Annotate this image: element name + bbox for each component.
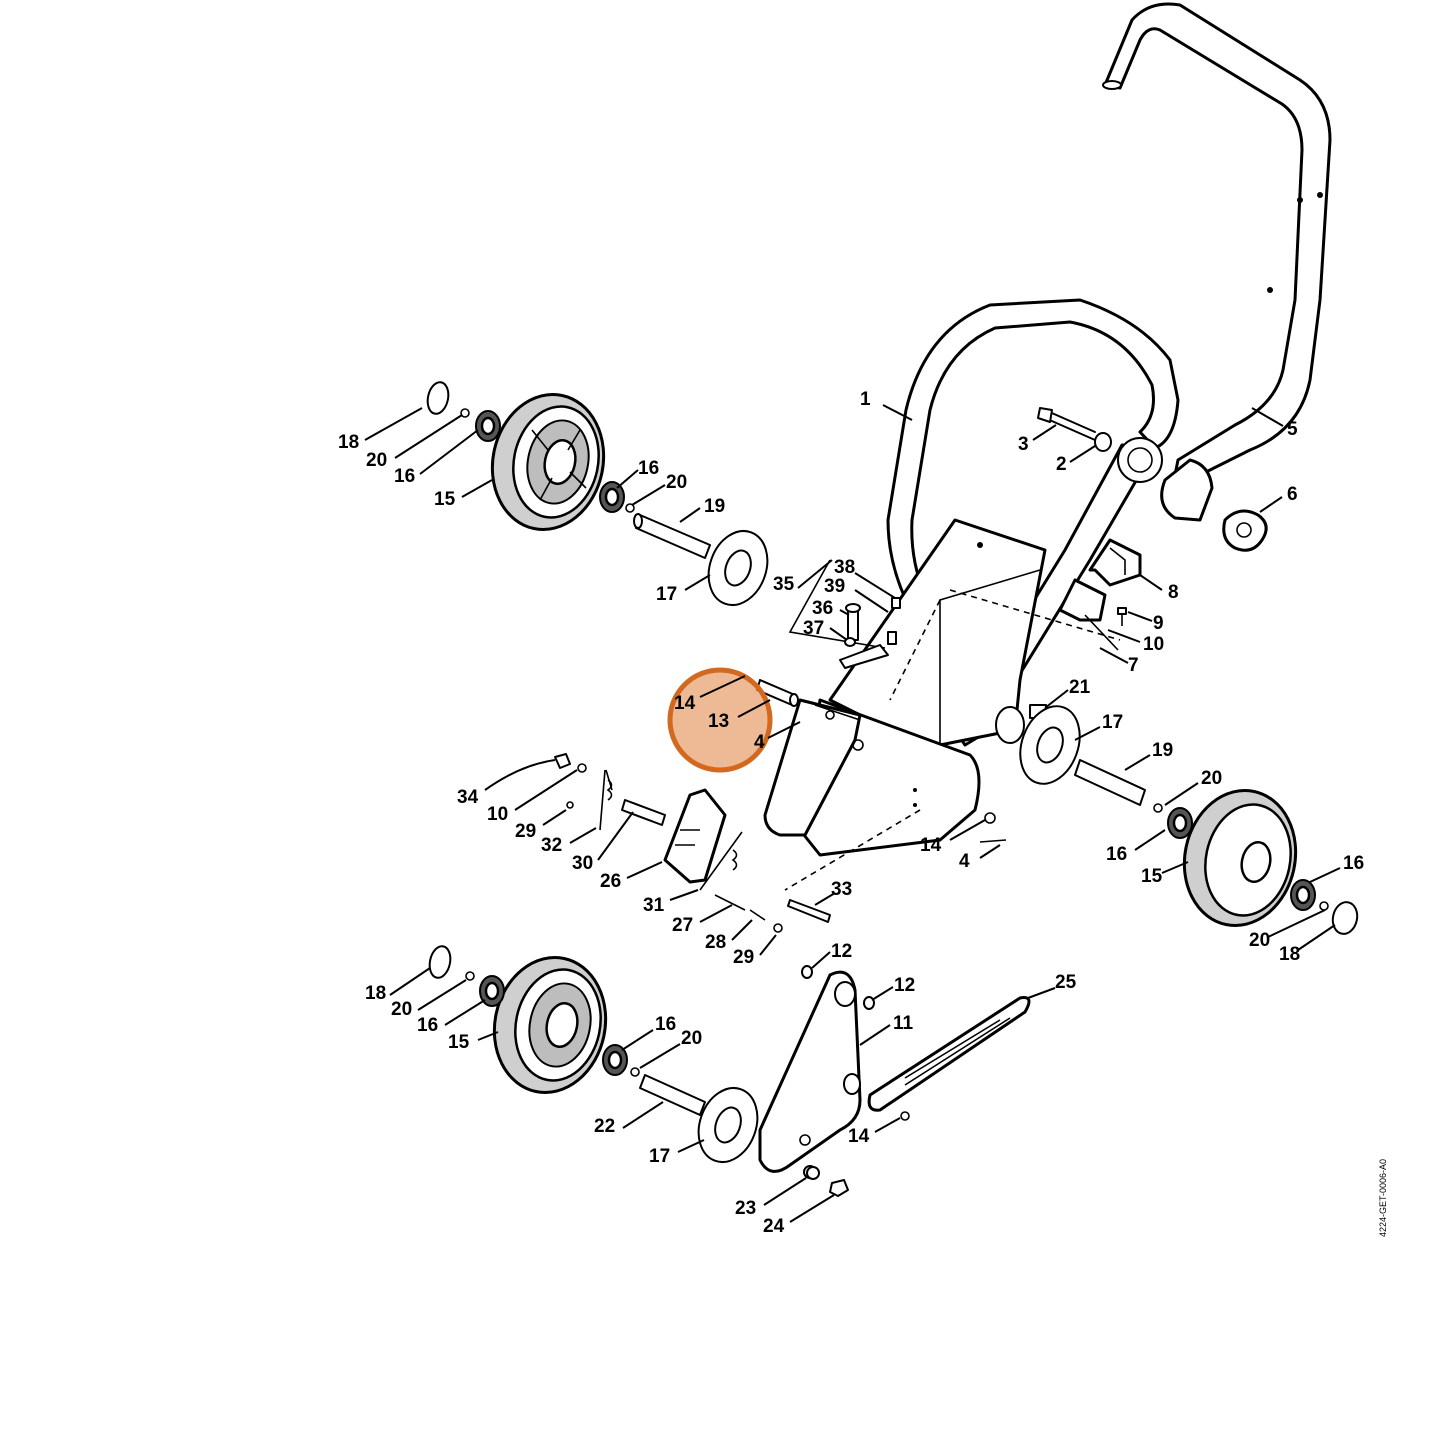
upper-handle-part-5 (1102, 2, 1332, 522)
part-label-22[interactable]: 22 (594, 1116, 615, 1137)
part-label-12[interactable]: 12 (894, 975, 915, 996)
part-label-14[interactable]: 14 (848, 1126, 870, 1147)
part-label-16[interactable]: 16 (1343, 853, 1364, 874)
leader-lines (364, 404, 1341, 1223)
cover-plates (763, 698, 981, 891)
knob-part-6 (1222, 509, 1268, 552)
part-label-18[interactable]: 18 (365, 983, 386, 1004)
wheel-upper-left-part-15 (490, 393, 606, 531)
part-label-20[interactable]: 20 (391, 999, 412, 1020)
part-label-37[interactable]: 37 (803, 618, 824, 639)
part-label-9[interactable]: 9 (1153, 613, 1164, 634)
part-label-18[interactable]: 18 (1279, 944, 1300, 965)
latch-part-26 (663, 788, 727, 884)
part-label-23[interactable]: 23 (735, 1198, 756, 1219)
rack-part-25 (867, 996, 1031, 1112)
part-label-17[interactable]: 17 (649, 1146, 670, 1167)
screw-part-9 (1117, 607, 1127, 626)
part-label-34[interactable]: 34 (457, 787, 479, 808)
part-label-4[interactable]: 4 (959, 851, 970, 872)
part-label-13[interactable]: 13 (708, 711, 729, 732)
part-label-20[interactable]: 20 (1249, 930, 1270, 951)
part-labels: 1 3 2 5 6 8 9 10 7 38 35 39 36 37 18 20 … (338, 389, 1364, 1237)
part-label-35[interactable]: 35 (773, 574, 795, 595)
bracket-parts-35-39 (788, 559, 901, 669)
part-label-16[interactable]: 16 (394, 466, 415, 487)
part-label-19[interactable]: 19 (1152, 740, 1173, 761)
part-label-33[interactable]: 33 (831, 879, 852, 900)
part-label-39[interactable]: 39 (824, 576, 845, 597)
part-label-10[interactable]: 10 (487, 804, 508, 825)
part-label-15[interactable]: 15 (448, 1032, 470, 1053)
part-label-16[interactable]: 16 (638, 458, 659, 479)
part-label-8[interactable]: 8 (1168, 582, 1179, 603)
part-label-3[interactable]: 3 (1018, 434, 1029, 455)
part-label-2[interactable]: 2 (1056, 454, 1067, 475)
part-label-17[interactable]: 17 (656, 584, 677, 605)
part-label-27[interactable]: 27 (672, 915, 693, 936)
part-label-20[interactable]: 20 (366, 450, 387, 471)
part-label-14[interactable]: 14 (920, 835, 942, 856)
part-label-31[interactable]: 31 (643, 895, 665, 916)
washer-upper-part-17 (707, 530, 769, 606)
highlight-circle (667, 667, 773, 773)
part-label-36[interactable]: 36 (812, 598, 833, 619)
axle-upper-part-19 (633, 513, 711, 559)
document-code: 4224-GET-0006-A0 (1378, 1159, 1388, 1237)
part-label-20[interactable]: 20 (681, 1028, 702, 1049)
part-label-16[interactable]: 16 (1106, 844, 1127, 865)
part-label-10[interactable]: 10 (1143, 634, 1164, 655)
part-label-24[interactable]: 24 (763, 1216, 785, 1237)
right-wheel-small-parts (979, 705, 1359, 935)
part-label-14[interactable]: 14 (674, 693, 696, 714)
part-label-11[interactable]: 11 (893, 1013, 914, 1034)
part-label-17[interactable]: 17 (1102, 712, 1123, 733)
wheel-right-part-15 (1182, 789, 1298, 927)
pin-part-30 (621, 799, 666, 826)
part-label-26[interactable]: 26 (600, 871, 621, 892)
part-label-32[interactable]: 32 (541, 835, 562, 856)
part-label-1[interactable]: 1 (860, 389, 871, 410)
part-label-19[interactable]: 19 (704, 496, 725, 517)
part-label-30[interactable]: 30 (572, 853, 593, 874)
part-label-18[interactable]: 18 (338, 432, 359, 453)
part-label-7[interactable]: 7 (1128, 655, 1139, 676)
small-parts-27-29 (554, 753, 783, 933)
part-label-29[interactable]: 29 (733, 947, 754, 968)
springs-parts-31-32 (599, 769, 743, 891)
part-label-4[interactable]: 4 (754, 732, 765, 753)
part-label-38[interactable]: 38 (834, 557, 855, 578)
wheel-lower-left-part-15 (492, 956, 608, 1094)
bolt-part-33 (787, 899, 831, 923)
part-label-16[interactable]: 16 (417, 1015, 438, 1036)
bracket-part-8 (1088, 538, 1142, 587)
part-label-15[interactable]: 15 (434, 489, 456, 510)
part-label-20[interactable]: 20 (666, 472, 687, 493)
upper-left-wheel-small-parts (426, 381, 635, 513)
bolt-part-3 (1037, 407, 1096, 441)
part-label-15[interactable]: 15 (1141, 866, 1163, 887)
part-label-16[interactable]: 16 (655, 1014, 676, 1035)
lower-left-wheel-small-parts (428, 945, 759, 1163)
part-label-12[interactable]: 12 (831, 941, 852, 962)
part-label-6[interactable]: 6 (1287, 484, 1298, 505)
lever-plate-part-11 (758, 965, 875, 1179)
part-label-28[interactable]: 28 (705, 932, 726, 953)
part-label-21[interactable]: 21 (1069, 677, 1091, 698)
part-label-25[interactable]: 25 (1055, 972, 1077, 993)
part-label-20[interactable]: 20 (1201, 768, 1222, 789)
part-label-5[interactable]: 5 (1287, 419, 1298, 440)
part-label-29[interactable]: 29 (515, 821, 536, 842)
nut-parts-23-24 (806, 1111, 910, 1197)
bushing-part-2 (1094, 432, 1112, 452)
bracket-part-7 (1058, 578, 1119, 651)
